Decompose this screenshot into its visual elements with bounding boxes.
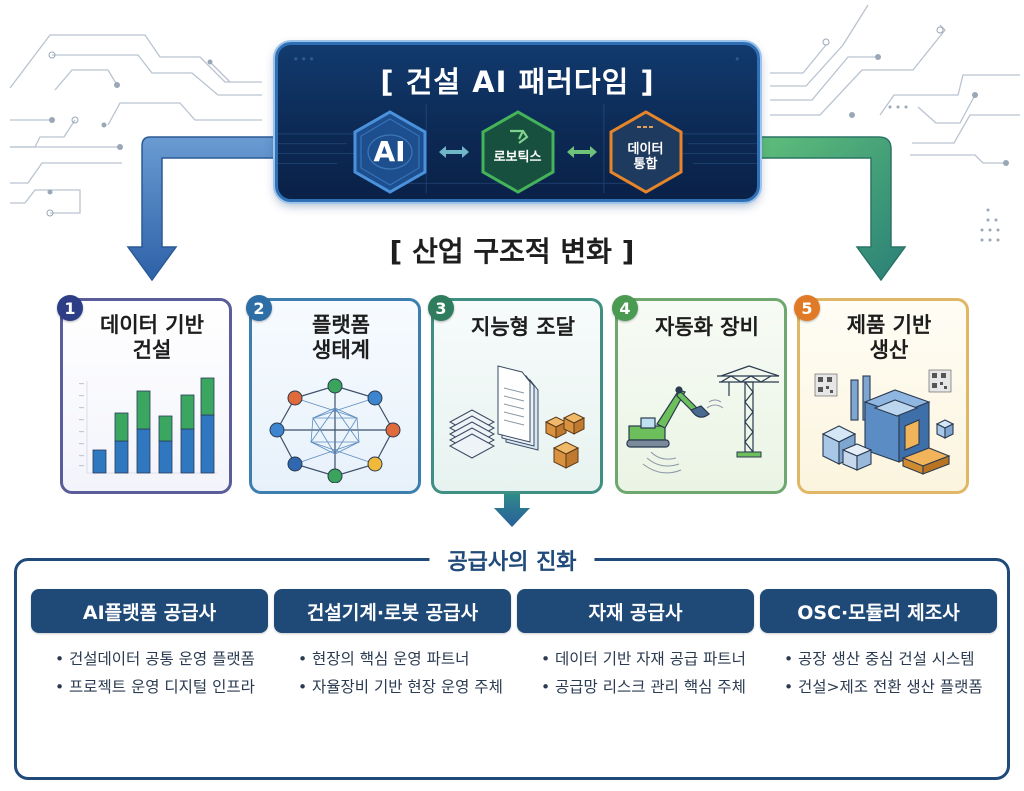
factory-icon: [800, 368, 966, 483]
list-item: 현장의 핵심 운영 파트너: [298, 649, 503, 671]
qr-code-icon: [814, 369, 952, 397]
left-down-arrow-icon: [126, 136, 278, 282]
badge-number-1: 1: [57, 295, 83, 321]
supplier-col-materials: 자재 공급사 데이터 기반 자재 공급 파트너 공급망 리스크 관리 핵심 주체: [517, 589, 754, 704]
supplier-list: 데이터 기반 자재 공급 파트너 공급망 리스크 관리 핵심 주체: [517, 649, 754, 698]
card-title: 지능형 조달: [471, 315, 575, 339]
badge-number-4: 4: [612, 295, 638, 321]
data-hexagon-icon: [609, 110, 682, 194]
data-integration-pillar: 데이터 통합: [607, 109, 685, 195]
card-title-line2: 생태계: [312, 338, 370, 363]
card-automated-equipment: 4 자동화 장비: [612, 295, 787, 494]
list-item: 공장 생산 중심 건설 시스템: [784, 649, 989, 671]
list-item: 프로젝트 운영 디지털 인프라: [55, 677, 260, 699]
documents-boxes-icon: [434, 360, 600, 475]
paradigm-pillars: AI 로보틱스 데이터 통합: [278, 107, 757, 197]
data-integration-pillar-label: 데이터 통합: [627, 142, 664, 173]
supplier-col-ai-platform: AI플랫폼 공급사 건설데이터 공통 운영 플랫폼 프로젝트 운영 디지털 인프…: [31, 589, 268, 704]
industry-structural-change-title: [ 산업 구조적 변화 ]: [389, 235, 635, 268]
badge-number-2: 2: [246, 295, 272, 321]
ai-pillar-label: AI: [373, 134, 406, 168]
supplier-header: OSC·모듈러 제조사: [760, 589, 997, 633]
supplier-evolution-title: 공급사의 진화: [429, 544, 595, 576]
right-down-arrow-icon: [757, 136, 907, 282]
ai-pillar: AI: [351, 109, 429, 195]
data-integration-line1: 데이터: [627, 142, 664, 158]
ai-brain-hexagon-icon: [353, 110, 426, 194]
supplier-col-osc-modular: OSC·모듈러 제조사 공장 생산 중심 건설 시스템 건설>제조 전환 생산 …: [760, 589, 997, 704]
robot-arm-hexagon-icon: [481, 110, 554, 194]
card-intelligent-procurement: 3 지능형 조달: [428, 295, 603, 494]
card-title-line1: 데이터 기반: [100, 313, 204, 337]
banner-title: [ 건설 AI 패러다임 ]: [380, 65, 655, 99]
list-item: 데이터 기반 자재 공급 파트너: [541, 649, 746, 671]
supplier-list: 현장의 핵심 운영 파트너 자율장비 기반 현장 운영 주체: [274, 649, 511, 698]
data-integration-line2: 통합: [633, 157, 658, 172]
double-arrow-icon: [566, 146, 597, 158]
excavator-crane-icon: [618, 362, 784, 477]
card-product-based-production: 5 제품 기반 생산: [794, 295, 969, 494]
badge-number-5: 5: [794, 295, 820, 321]
network-icon: [252, 378, 418, 483]
card-title-line2: 생산: [869, 338, 909, 363]
card-title: 자동화 장비: [655, 315, 759, 339]
robotics-pillar: 로보틱스: [479, 109, 557, 195]
supplier-col-machinery-robot: 건설기계·로봇 공급사 현장의 핵심 운영 파트너 자율장비 기반 현장 운영 …: [274, 589, 511, 704]
card-data-based-construction: 1 데이터 기반 건설: [57, 295, 232, 494]
double-arrow-icon: [438, 146, 469, 158]
card-platform-ecosystem: 2 플랫폼 생태계: [246, 295, 421, 494]
supplier-header: 자재 공급사: [517, 589, 754, 633]
supplier-columns: AI플랫폼 공급사 건설데이터 공통 운영 플랫폼 프로젝트 운영 디지털 인프…: [31, 589, 997, 704]
card-title-line1: 플랫폼: [312, 313, 370, 337]
supplier-evolution-panel: 공급사의 진화 AI플랫폼 공급사 건설데이터 공통 운영 플랫폼 프로젝트 운…: [14, 544, 1010, 780]
supplier-header: 건설기계·로봇 공급사: [274, 589, 511, 633]
card-title: 플랫폼 생태계: [252, 313, 418, 363]
list-item: 건설>제조 전환 생산 플랫폼: [784, 677, 989, 699]
supplier-list: 공장 생산 중심 건설 시스템 건설>제조 전환 생산 플랫폼: [760, 649, 997, 698]
card-title-line2: 건설: [132, 338, 172, 363]
card-title-line1: 제품 기반: [846, 313, 932, 337]
supplier-header: AI플랫폼 공급사: [31, 589, 268, 633]
badge-number-3: 3: [428, 295, 454, 321]
construction-ai-paradigm-banner: [ 건설 AI 패러다임 ] AI 로보틱스: [275, 42, 760, 202]
supplier-list: 건설데이터 공통 운영 플랫폼 프로젝트 운영 디지털 인프라: [31, 649, 268, 698]
list-item: 자율장비 기반 현장 운영 주체: [298, 677, 503, 699]
down-arrow-icon: [494, 494, 530, 527]
list-item: 공급망 리스크 관리 핵심 주체: [541, 677, 746, 699]
card-title: 데이터 기반 건설: [63, 313, 229, 363]
robotics-pillar-label: 로보틱스: [493, 149, 542, 165]
list-item: 건설데이터 공통 운영 플랫폼: [55, 649, 260, 671]
card-title: 제품 기반 생산: [800, 313, 966, 363]
bar-chart-icon: [63, 373, 229, 483]
